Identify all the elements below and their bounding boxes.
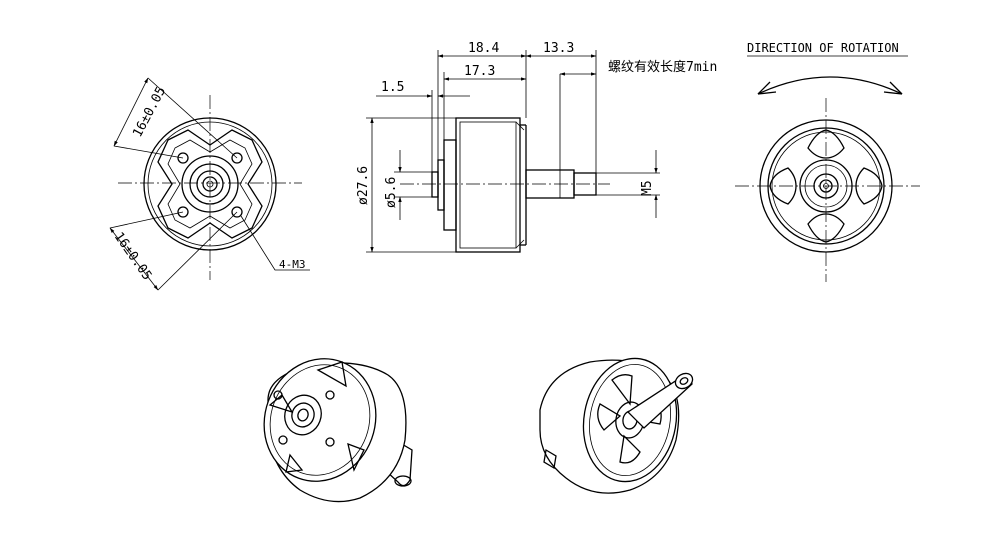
rear-view: DIRECTION OF ROTATION <box>735 41 920 282</box>
dim-shaft-thread: M5 <box>640 180 655 196</box>
front-view: 16±0.05 16±0.05 4-M3 <box>109 77 310 291</box>
dim-front-mount-1: 16±0.05 <box>130 84 169 139</box>
label-mount-holes: 4-M3 <box>279 258 306 271</box>
iso-view-front <box>539 357 694 494</box>
dim-diameter-body: ø27.6 <box>356 166 371 205</box>
side-view: 18.4 13.3 17.3 1.5 螺纹有效长度7min ø27.6 ø5.6… <box>356 41 717 253</box>
dim-shaft-length: 13.3 <box>543 41 574 56</box>
dim-diameter-boss: ø5.6 <box>384 177 399 208</box>
iso-view-rear <box>263 358 413 503</box>
label-direction-of-rotation: DIRECTION OF ROTATION <box>747 41 899 55</box>
dim-body-length: 17.3 <box>464 64 495 79</box>
dim-length-total: 18.4 <box>468 41 499 56</box>
dim-flange-offset: 1.5 <box>381 80 404 95</box>
note-thread-length: 螺纹有效长度7min <box>608 59 717 75</box>
spokes <box>769 129 883 243</box>
dim-front-mount-2: 16±0.05 <box>111 230 155 283</box>
